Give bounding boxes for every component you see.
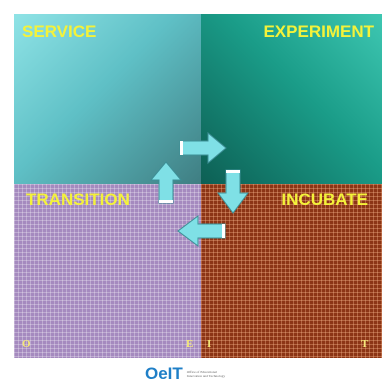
arrow-up-icon xyxy=(149,161,183,204)
service-quadrant: SERVICE O xyxy=(14,14,201,184)
incubate-quadrant: INCUBATE I T xyxy=(201,184,382,358)
incubate-label: INCUBATE xyxy=(281,190,368,209)
logo-mark: OeIT xyxy=(145,364,183,383)
transition-quadrant: TRANSITION O E xyxy=(14,184,201,358)
experiment-quadrant: EXPERIMENT xyxy=(201,14,382,184)
letter-e: E xyxy=(186,338,194,350)
arrow-left-icon xyxy=(177,215,226,247)
arrow-down-icon xyxy=(217,169,249,214)
oeit-logo: OeIT Office of Educational Innovation an… xyxy=(145,364,229,384)
arrow-right-icon xyxy=(179,131,227,165)
transition-label: TRANSITION xyxy=(26,190,130,209)
service-label: SERVICE xyxy=(22,22,97,41)
letter-i: I xyxy=(207,338,212,350)
letter-o-bottom: O xyxy=(22,338,31,350)
experiment-label: EXPERIMENT xyxy=(263,22,374,41)
logo-text: Office of Educational Innovation and Tec… xyxy=(186,370,226,378)
letter-t: T xyxy=(361,338,369,350)
